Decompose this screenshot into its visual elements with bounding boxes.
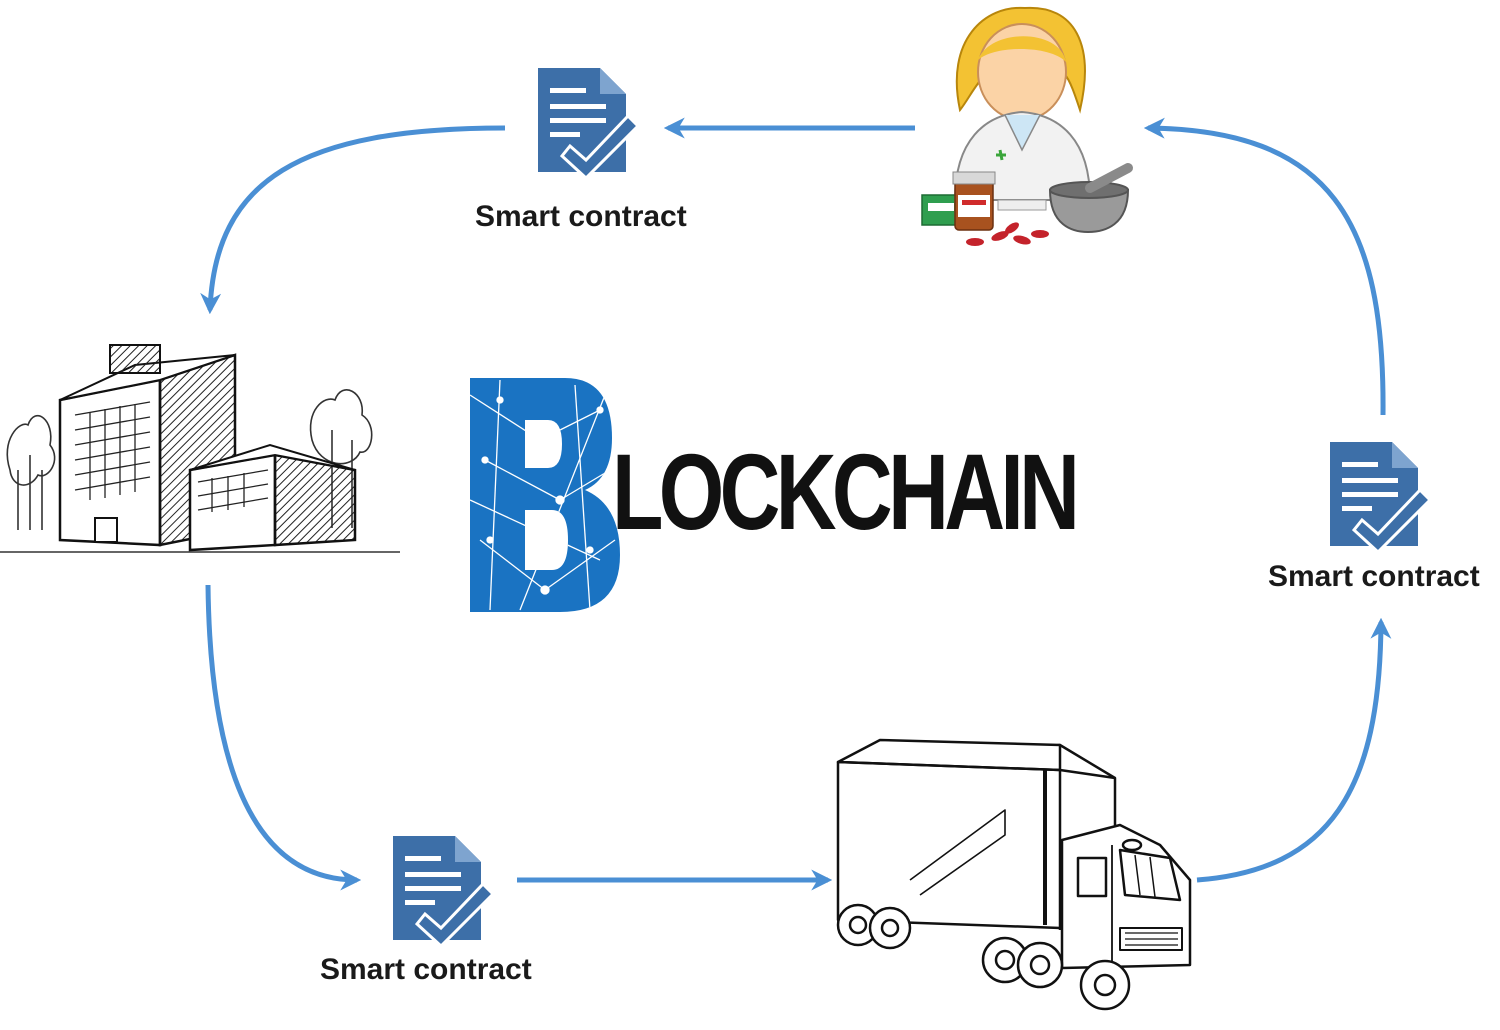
arrow-contract-top-to-factory [200,125,506,315]
document-check-icon [393,836,496,949]
truck-icon [836,738,1192,1011]
factory-icon [0,344,400,553]
blockchain-logo-icon [470,378,620,612]
smart-contract-label-bottom: Smart contract [320,953,532,986]
smart-contract-label-top: Smart contract [475,200,687,233]
pharmacist-icon [921,6,1133,246]
blockchain-wordmark: LOCKCHAIN [612,431,1080,552]
document-check-icon [1330,442,1433,555]
document-check-icon [538,68,641,181]
arrow-factory-to-contract-bottom [205,584,362,891]
smart-contract-label-right: Smart contract [1268,560,1480,593]
arrow-truck-to-contract-right [1196,617,1392,883]
arrow-contract-right-to-pharmacist [1143,117,1386,416]
